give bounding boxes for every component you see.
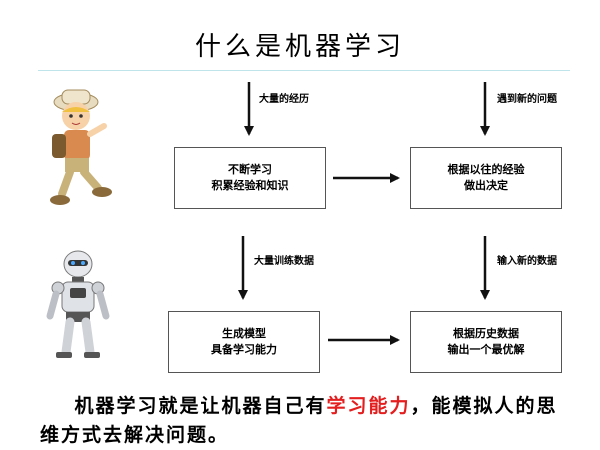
- page-title: 什么是机器学习: [194, 32, 405, 62]
- humanoid-robot-illustration: [46, 250, 110, 358]
- box-keep-learning: 不断学习 积累经验和知识: [174, 147, 326, 209]
- label-new-problem: 遇到新的问题: [497, 94, 557, 105]
- label-experience: 大量的经历: [259, 94, 309, 105]
- label-training-data: 大量训练数据: [254, 256, 314, 267]
- box-keep-learning-line2: 积累经验和知识: [211, 179, 289, 192]
- box-model-line1: 生成模型: [222, 327, 266, 340]
- box-optimal-output: 根据历史数据 输出一个最优解: [410, 311, 562, 373]
- box-output-line1: 根据历史数据: [453, 327, 519, 340]
- caption-part1: 机器学习就是让机器自己有: [74, 395, 327, 417]
- caption-highlight: 学习能力: [326, 395, 411, 417]
- title-divider: [38, 70, 570, 71]
- box-output-line2: 输出一个最优解: [447, 343, 525, 356]
- box-generate-model: 生成模型 具备学习能力: [168, 311, 320, 373]
- box-decide-by-experience: 根据以往的经验 做出决定: [410, 147, 562, 209]
- label-new-data: 输入新的数据: [497, 256, 557, 267]
- box-keep-learning-line1: 不断学习: [228, 163, 272, 176]
- caption-part2: ，能模拟人的思维方式去解决问题。: [40, 395, 558, 446]
- box-decide-line1: 根据以往的经验: [447, 163, 525, 176]
- child-explorer-illustration: [50, 89, 112, 205]
- definition-caption: 机器学习就是让机器自己有学习能力，能模拟人的思维方式去解决问题。: [40, 392, 570, 450]
- box-decide-line2: 做出决定: [464, 179, 508, 192]
- box-model-line2: 具备学习能力: [211, 343, 277, 356]
